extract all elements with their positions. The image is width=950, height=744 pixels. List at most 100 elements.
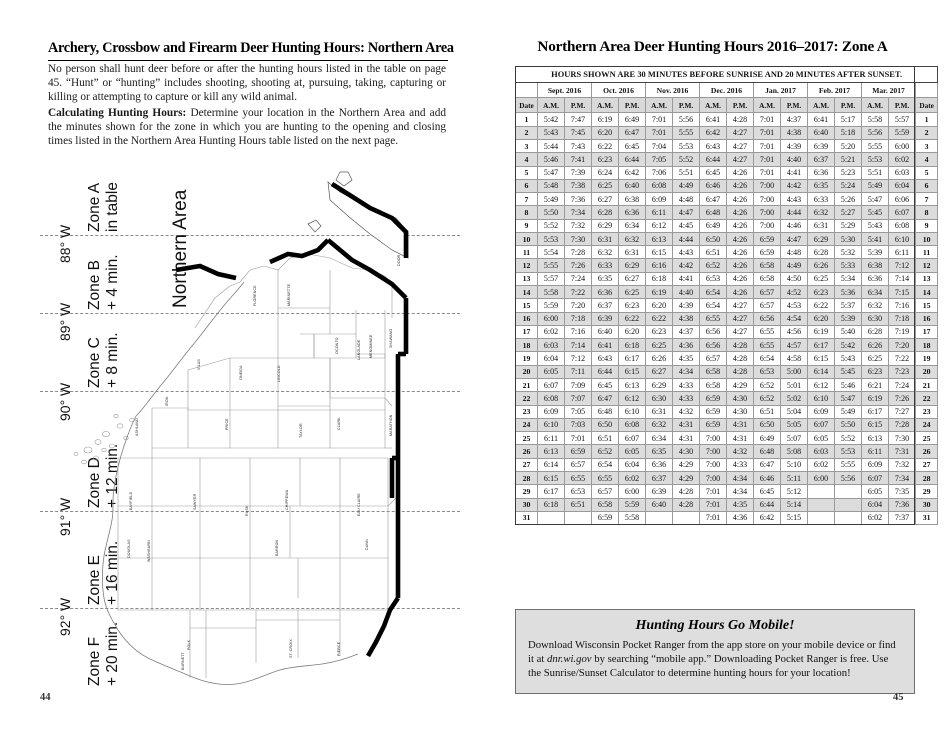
cell-time: 6:17 bbox=[537, 484, 565, 499]
cell-time: 4:39 bbox=[780, 138, 808, 154]
cell-time: 5:01 bbox=[780, 377, 808, 393]
cell-date-left: 21 bbox=[515, 377, 538, 393]
cell-time: 4:32 bbox=[726, 444, 754, 459]
cell-time: 6:45 bbox=[753, 484, 781, 499]
cell-time bbox=[834, 484, 862, 499]
cell-time: 6:45 bbox=[699, 165, 727, 180]
cell-time: 4:49 bbox=[780, 258, 808, 273]
cell-time: 5:49 bbox=[861, 178, 889, 194]
cell-time: 4:38 bbox=[780, 125, 808, 140]
cell-time: 5:43 bbox=[834, 351, 862, 366]
cell-time: 5:52 bbox=[834, 431, 862, 446]
cell-time: 6:02 bbox=[888, 152, 916, 167]
cell-time: 5:55 bbox=[672, 125, 700, 140]
hunting-hours-table-container: HOURS SHOWN ARE 30 MINUTES BEFORE SUNRIS… bbox=[514, 66, 939, 526]
cell-time: 6:23 bbox=[807, 285, 835, 300]
cell-time: 4:31 bbox=[726, 417, 754, 433]
cell-time: 4:58 bbox=[780, 351, 808, 366]
county-label-bayfield: BAYFIELD bbox=[129, 491, 133, 510]
cell-time: 7:43 bbox=[564, 138, 592, 154]
cell-time: 6:51 bbox=[753, 404, 781, 419]
cell-time bbox=[672, 510, 700, 526]
cell-date-left: 19 bbox=[515, 351, 538, 366]
cell-time: 7:31 bbox=[888, 444, 916, 459]
cell-time: 6:08 bbox=[645, 178, 673, 194]
cell-date-right: 30 bbox=[914, 497, 939, 512]
cell-date-left: 11 bbox=[515, 245, 538, 260]
cell-date-left: 1 bbox=[515, 112, 538, 127]
cell-time: 7:26 bbox=[564, 258, 592, 273]
cell-time: 5:29 bbox=[834, 218, 862, 233]
cell-time: 6:19 bbox=[807, 324, 835, 340]
cell-time: 6:51 bbox=[699, 245, 727, 260]
cell-time: 6:03 bbox=[888, 165, 916, 180]
cell-time: 6:23 bbox=[591, 152, 619, 167]
cell-time: 4:45 bbox=[672, 218, 700, 233]
cell-date-left: 2 bbox=[515, 125, 538, 140]
cell-date-right: 14 bbox=[914, 285, 939, 300]
dnr-website-link[interactable]: dnr.wi.gov bbox=[547, 653, 592, 665]
cell-time: 4:26 bbox=[726, 271, 754, 287]
cell-time: 4:44 bbox=[780, 205, 808, 220]
cell-time: 4:27 bbox=[726, 125, 754, 140]
cell-date-right: 29 bbox=[914, 484, 939, 499]
cell-date-left: 5 bbox=[515, 165, 538, 180]
cell-time: 6:35 bbox=[645, 444, 673, 459]
header-pm-feb: P.M. bbox=[834, 97, 862, 114]
cell-date-left: 6 bbox=[515, 178, 538, 194]
cell-time: 6:05 bbox=[807, 431, 835, 446]
cell-time: 6:11 bbox=[888, 245, 916, 260]
cell-date-left: 24 bbox=[515, 417, 538, 433]
cell-time: 6:57 bbox=[753, 285, 781, 300]
cell-time: 4:37 bbox=[672, 324, 700, 340]
cell-date-left: 23 bbox=[515, 404, 538, 419]
month-header-sept: Sept. 2016 bbox=[537, 81, 592, 99]
cell-time: 5:15 bbox=[780, 510, 808, 526]
cell-time: 4:27 bbox=[726, 298, 754, 313]
cell-time: 7:19 bbox=[888, 324, 916, 340]
cell-time: 4:26 bbox=[726, 285, 754, 300]
cell-date-left: 28 bbox=[515, 470, 538, 486]
cell-time: 5:00 bbox=[780, 364, 808, 380]
cell-time: 7:35 bbox=[888, 484, 916, 499]
month-row-spacer-right bbox=[914, 81, 939, 99]
cell-time: 4:42 bbox=[672, 258, 700, 273]
county-label-douglas: DOUGLAS bbox=[127, 539, 131, 558]
cell-time: 6:41 bbox=[807, 112, 835, 127]
cell-time: 6:27 bbox=[645, 364, 673, 380]
cell-time: 6:39 bbox=[591, 311, 619, 326]
cell-time: 6:40 bbox=[807, 125, 835, 140]
cell-time: 7:20 bbox=[888, 338, 916, 353]
cell-time: 4:54 bbox=[780, 311, 808, 326]
cell-time: 6:00 bbox=[537, 311, 565, 326]
cell-date-left: 4 bbox=[515, 152, 538, 167]
cell-time: 7:18 bbox=[564, 311, 592, 326]
cell-time: 6:22 bbox=[807, 298, 835, 313]
cell-time: 6:29 bbox=[591, 218, 619, 233]
cell-time: 6:13 bbox=[537, 444, 565, 459]
cell-time: 6:29 bbox=[807, 231, 835, 247]
cell-time: 6:17 bbox=[861, 404, 889, 419]
cell-time: 5:47 bbox=[537, 165, 565, 180]
county-label-oneida: ONEIDA bbox=[239, 365, 243, 380]
cell-time: 7:00 bbox=[699, 431, 727, 446]
cell-time: 6:44 bbox=[753, 497, 781, 512]
cell-time: 6:58 bbox=[591, 497, 619, 512]
cell-date-right: 1 bbox=[914, 112, 939, 127]
cell-time: 7:01 bbox=[699, 510, 727, 526]
cell-time: 6:04 bbox=[618, 457, 646, 472]
cell-time: 7:12 bbox=[888, 258, 916, 273]
cell-time: 5:41 bbox=[861, 231, 889, 247]
header-date-right: Date bbox=[914, 97, 939, 114]
cell-date-right: 24 bbox=[914, 417, 939, 433]
cell-time: 4:48 bbox=[672, 192, 700, 207]
cell-time: 4:26 bbox=[726, 245, 754, 260]
cell-date-right: 11 bbox=[914, 245, 939, 260]
cell-time: 5:18 bbox=[834, 125, 862, 140]
cell-time: 5:05 bbox=[780, 417, 808, 433]
